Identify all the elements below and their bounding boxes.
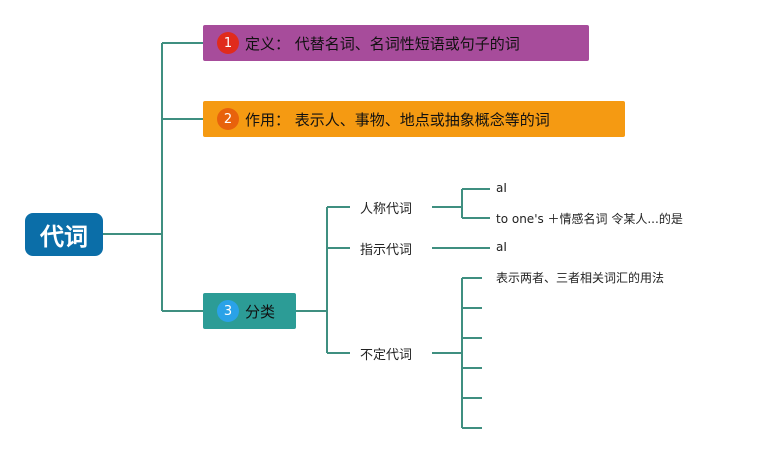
branch-definition-text: 定义： 代替名词、名词性短语或句子的词 xyxy=(245,34,520,53)
category-indefinite-pronouns[interactable]: 不定代词 xyxy=(360,348,413,363)
leaf-personal-2[interactable]: to one's ＋情感名词 令某人...的是 xyxy=(496,212,683,226)
root-node[interactable]: 代词 xyxy=(25,213,103,256)
number-badge-2: 2 xyxy=(217,108,239,130)
category-personal-pronouns[interactable]: 人称代词 xyxy=(360,202,413,217)
leaf-indefinite-1[interactable]: 表示两者、三者相关词汇的用法 xyxy=(496,271,665,285)
number-badge-1: 1 xyxy=(217,32,239,54)
branch-function[interactable]: 2 作用： 表示人、事物、地点或抽象概念等的词 xyxy=(203,101,625,137)
number-badge-3: 3 xyxy=(217,300,239,322)
branch-definition[interactable]: 1 定义： 代替名词、名词性短语或句子的词 xyxy=(203,25,589,61)
leaf-demonstrative-1[interactable]: aI xyxy=(496,240,507,254)
branch-classification-text: 分类 xyxy=(245,302,276,321)
category-demonstrative-pronouns[interactable]: 指示代词 xyxy=(360,243,413,258)
leaf-personal-1[interactable]: aI xyxy=(496,181,507,195)
branch-classification[interactable]: 3 分类 xyxy=(203,293,296,329)
branch-function-text: 作用： 表示人、事物、地点或抽象概念等的词 xyxy=(245,110,550,129)
